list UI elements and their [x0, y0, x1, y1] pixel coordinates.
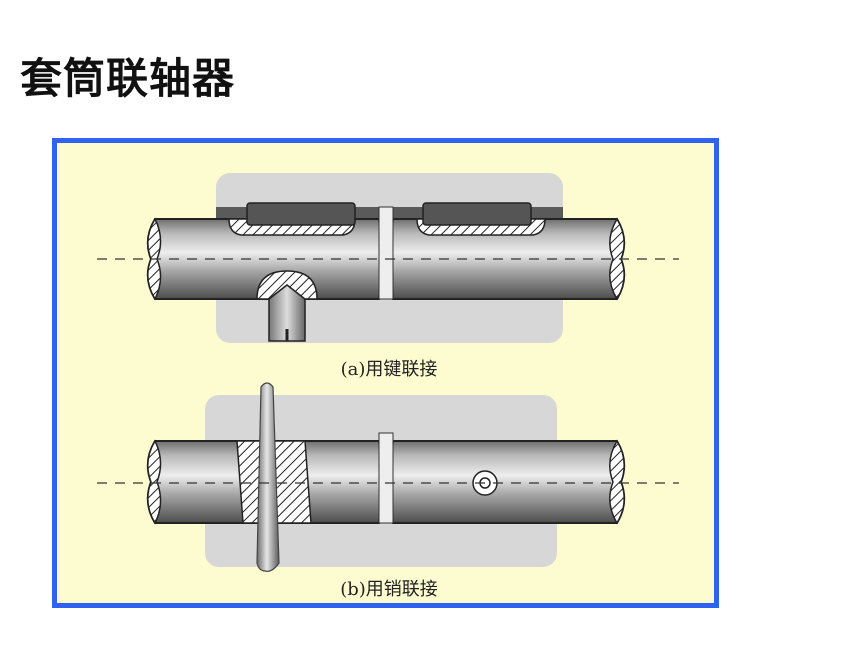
shaft-gap-b [378, 432, 394, 524]
caption-a: (a)用键联接 [341, 359, 438, 380]
left-shaft-b-break [147, 439, 162, 525]
caption-b: (b)用销联接 [340, 579, 438, 600]
shaft-gap-a [378, 206, 394, 300]
right-shaft-a-break [609, 217, 625, 301]
key-left [246, 202, 356, 226]
page-title: 套筒联轴器 [20, 54, 236, 103]
coupling-diagram: (a)用键联接 (b)用销联接 [97, 173, 679, 600]
set-screw-body [268, 284, 306, 342]
figure-a-key-connection [97, 173, 679, 343]
right-shaft-b [389, 440, 626, 524]
figure-b-pin-connection [97, 382, 679, 572]
figure-frame: (a)用键联接 (b)用销联接 [52, 138, 719, 608]
right-shaft-b-break [609, 439, 625, 525]
taper-pin [256, 382, 280, 572]
key-right [422, 202, 532, 226]
